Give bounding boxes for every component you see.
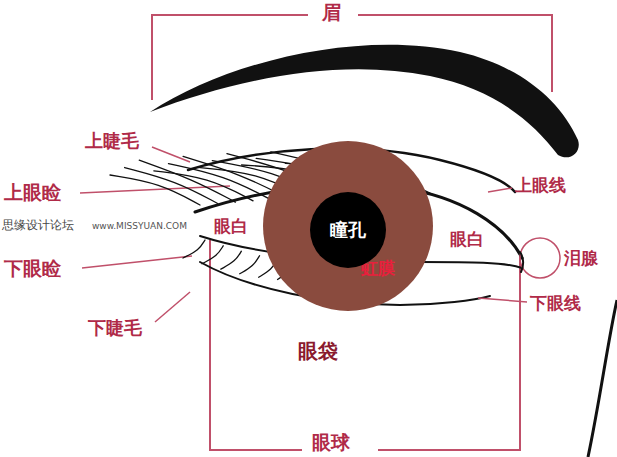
part-label: 泪腺 bbox=[564, 249, 598, 268]
watermark: www.MISSYUAN.COM bbox=[92, 222, 187, 232]
leader-line bbox=[478, 298, 527, 302]
part-label: 眼球 bbox=[312, 432, 350, 453]
part-label: 上睫毛 bbox=[85, 131, 139, 151]
eyebrow bbox=[150, 45, 579, 158]
node-label: 瞳孔 bbox=[330, 218, 366, 242]
part-label: 下睫毛 bbox=[88, 318, 142, 338]
circle-fill bbox=[263, 141, 433, 311]
eyelash bbox=[240, 256, 260, 274]
circle-fill bbox=[310, 192, 386, 268]
part-label: 上眼线 bbox=[515, 176, 566, 195]
eyelash bbox=[183, 240, 205, 258]
part-label: 眼白 bbox=[450, 230, 484, 249]
face-contour bbox=[588, 300, 617, 457]
eyelash bbox=[139, 160, 235, 202]
leader-line bbox=[152, 147, 190, 162]
part-label: 眉 bbox=[322, 2, 341, 23]
iris-circle: 虹膜瞳孔 bbox=[263, 141, 433, 311]
part-label: 下眼睑 bbox=[4, 258, 61, 279]
eyelash bbox=[221, 251, 242, 269]
part-label: 眼白 bbox=[214, 217, 248, 236]
watermark: 思缘设计论坛 bbox=[2, 219, 74, 232]
leader-line bbox=[155, 292, 190, 322]
tear-gland-ring bbox=[520, 238, 560, 278]
part-label: 下眼线 bbox=[530, 294, 581, 313]
part-label: 上眼睑 bbox=[4, 182, 61, 203]
eyelash bbox=[202, 246, 223, 264]
leader-line bbox=[488, 188, 512, 192]
pupil-circle: 瞳孔 bbox=[310, 192, 386, 268]
part-label: 眼袋 bbox=[298, 340, 338, 362]
leader-line bbox=[82, 256, 192, 268]
eyelash bbox=[110, 175, 200, 205]
tear-gland bbox=[520, 252, 523, 272]
